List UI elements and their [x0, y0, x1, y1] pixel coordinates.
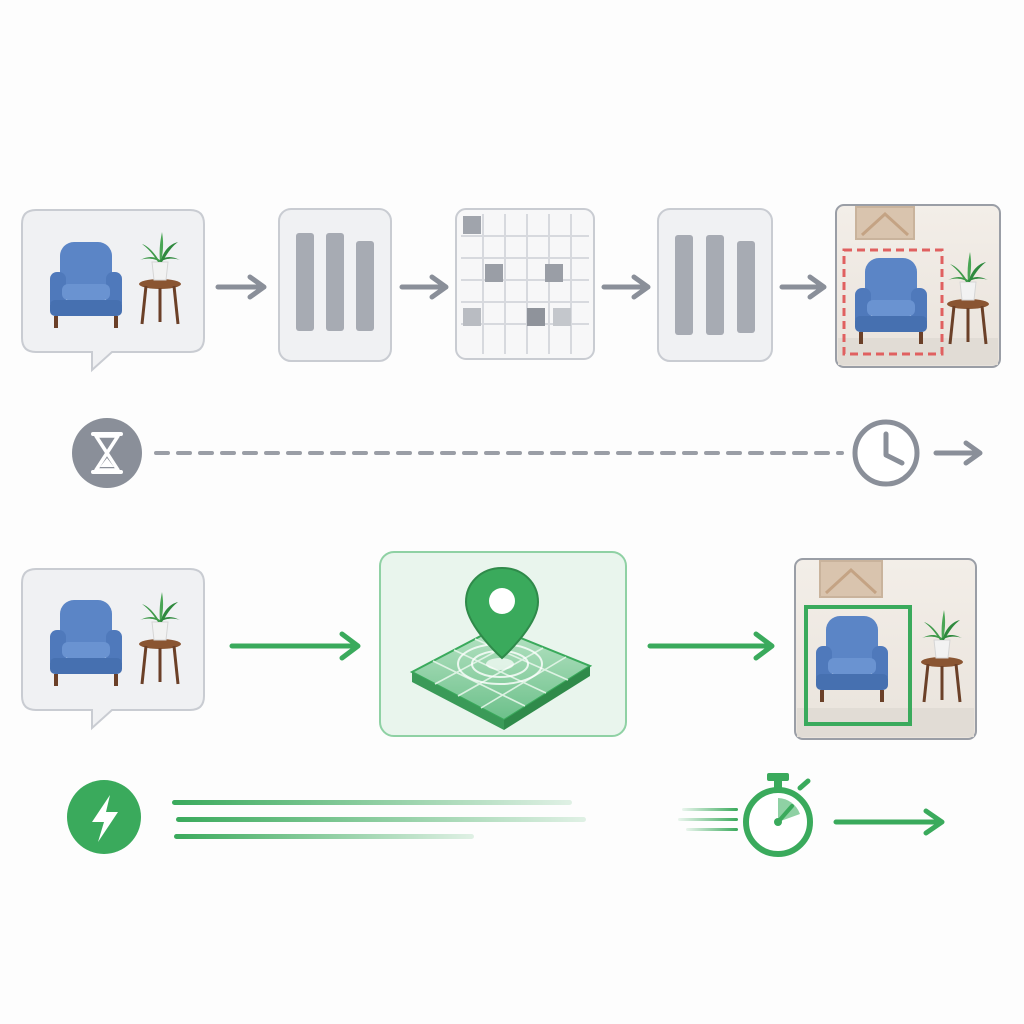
arrow-icon	[779, 274, 827, 300]
clock-icon	[852, 419, 920, 487]
arrow-icon	[399, 274, 449, 300]
arrow-icon	[933, 440, 983, 466]
slow-pipeline	[21, 204, 1001, 488]
input-chat-bubble	[21, 209, 205, 373]
slow-timeline	[72, 418, 983, 488]
fast-pipeline	[21, 551, 977, 857]
armchair-icon	[50, 242, 122, 328]
arrow-icon	[647, 631, 775, 661]
motion-lines	[678, 808, 738, 831]
armchair-icon	[855, 258, 927, 344]
arrow-icon	[601, 274, 651, 300]
arrow-icon	[833, 808, 945, 836]
hourglass-icon	[72, 418, 142, 488]
speed-lines	[172, 800, 586, 839]
arrow-icon	[229, 631, 361, 661]
lightning-bolt-icon	[67, 780, 141, 854]
stopwatch-icon	[743, 773, 813, 857]
decoder-bars-icon	[657, 208, 773, 362]
location-pin-on-map-grid-icon	[379, 551, 627, 737]
fast-timeline	[67, 773, 945, 857]
armchair-icon	[50, 600, 122, 686]
output-photo-red-box	[835, 204, 1001, 368]
arrow-icon	[215, 274, 267, 300]
output-photo-green-box	[794, 558, 977, 740]
encoder-bars-icon	[278, 208, 392, 362]
attention-grid-icon	[455, 208, 595, 360]
input-chat-bubble	[21, 568, 205, 731]
armchair-icon	[816, 616, 888, 702]
